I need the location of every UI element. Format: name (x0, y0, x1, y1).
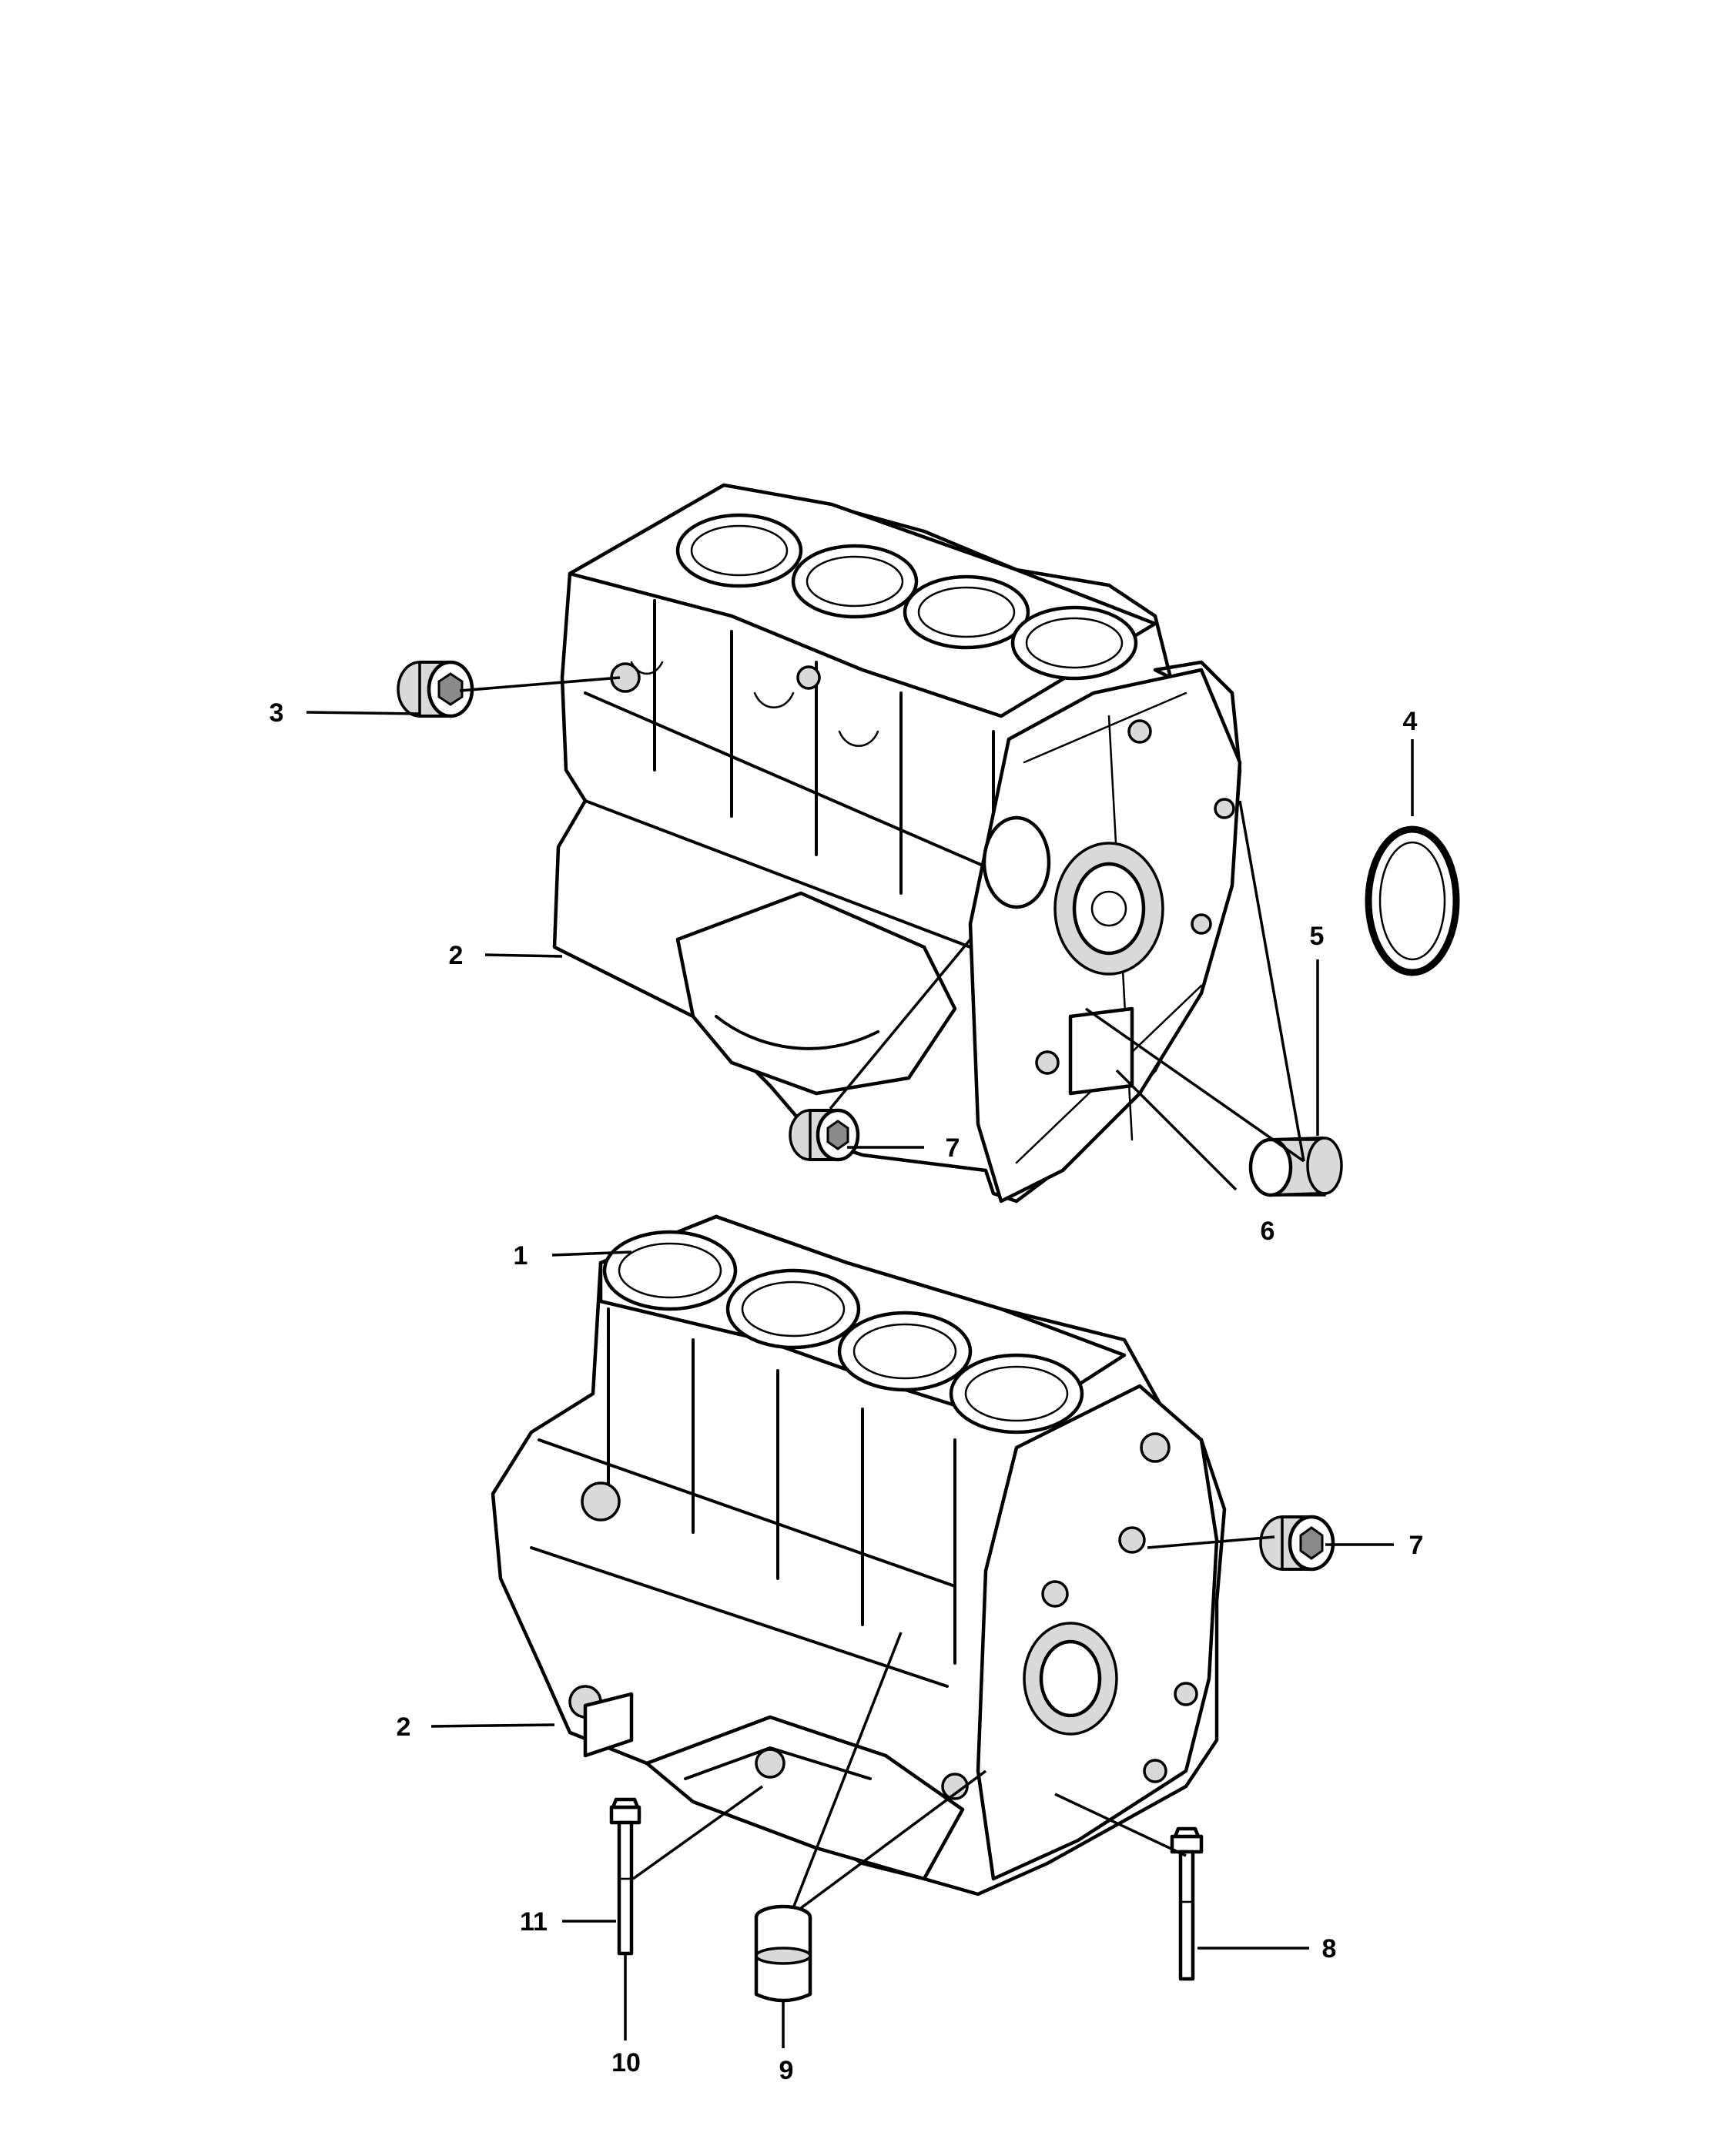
callout-3: 3 (270, 698, 284, 728)
plug-part-7-lower (1259, 1515, 1335, 1572)
dowel-sleeve-part-9 (754, 1904, 812, 2003)
plug-part-7-upper (789, 1108, 860, 1162)
callout-7-upper: 7 (946, 1133, 960, 1163)
lower-engine-block (491, 1214, 1227, 1897)
callout-2-upper: 2 (449, 941, 464, 970)
plug-part-3 (397, 660, 474, 718)
callout-labels: 1 2 2 3 4 5 6 7 7 8 9 10 11 (270, 698, 1424, 2085)
callout-4: 4 (1403, 707, 1418, 736)
callout-5: 5 (1310, 922, 1325, 951)
dowel-part-5 (1248, 1137, 1343, 1197)
callout-2-lower: 2 (397, 1712, 411, 1742)
leader-lines (306, 676, 1414, 2048)
callout-7-lower: 7 (1409, 1531, 1424, 1560)
bolt-part-8 (1170, 1826, 1204, 1981)
seal-ring-part-4 (1365, 825, 1460, 976)
bolt-part-10-11 (609, 1797, 641, 1956)
callout-10: 10 (611, 2048, 641, 2077)
callout-8: 8 (1322, 1934, 1337, 1964)
callout-9: 9 (779, 2056, 794, 2085)
callout-6: 6 (1261, 1217, 1275, 1246)
upper-engine-block (552, 483, 1242, 1204)
callout-1: 1 (514, 1241, 528, 1270)
callout-11: 11 (520, 1907, 548, 1937)
